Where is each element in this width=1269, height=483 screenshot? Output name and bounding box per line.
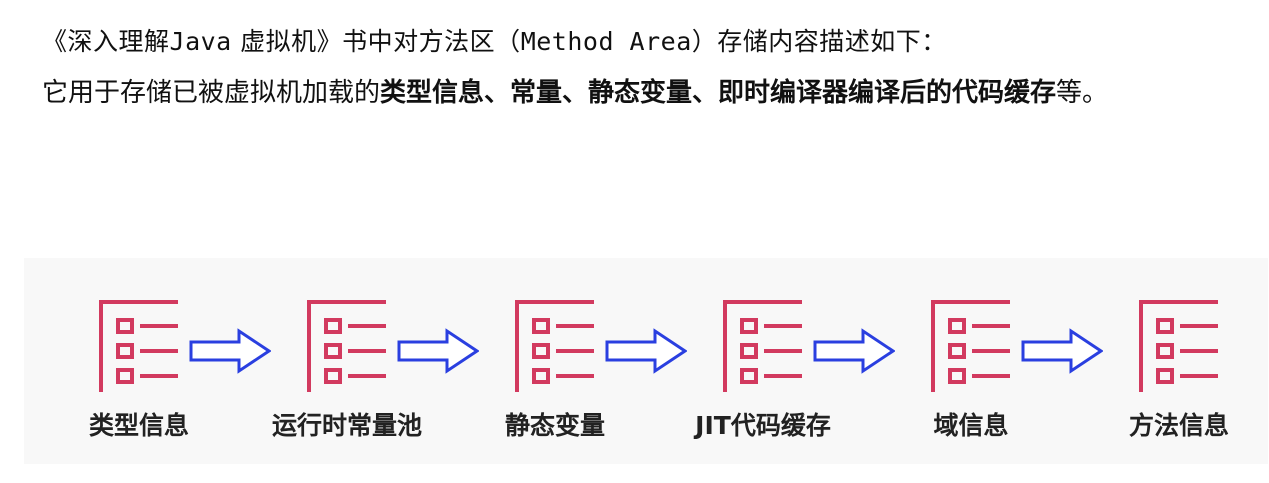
flow-step-label: 运行时常量池	[271, 411, 422, 440]
flow-step-runtime-constant-pool: 运行时常量池	[272, 298, 422, 458]
right-arrow-icon	[397, 328, 479, 374]
list-icon	[723, 300, 802, 392]
list-icon	[307, 300, 386, 392]
list-icon	[515, 300, 594, 392]
list-icon	[931, 300, 1010, 392]
list-icon	[1139, 300, 1218, 392]
flow-step-method-info: 方法信息	[1114, 298, 1244, 458]
right-arrow-icon	[189, 328, 271, 374]
list-icon	[99, 300, 178, 392]
description-bold-items: 类型信息、常量、静态变量、即时编译器编译后的代码缓存	[380, 78, 1057, 108]
intro-text-1: 《深入理解	[42, 27, 170, 56]
flow-step-label: 静态变量	[504, 411, 605, 440]
right-arrow-icon	[1021, 328, 1103, 374]
flow-step-static-variables: 静态变量	[490, 298, 620, 458]
method-area-flow-diagram: 类型信息 运行时常量池	[24, 258, 1268, 464]
intro-text-method-area: Method Area	[520, 27, 692, 56]
flow-step-label: JIT代码缓存	[695, 411, 831, 440]
flow-step-label: 域信息	[933, 411, 1009, 440]
description-suffix: 等。	[1056, 78, 1109, 108]
flow-step-jit-code-cache: JIT代码缓存	[695, 298, 831, 458]
flow-step-type-info: 类型信息	[74, 298, 204, 458]
intro-text-java: Java	[169, 27, 232, 56]
intro-text-2: 虚拟机》书中对方法区（	[231, 27, 521, 56]
description-line: 它用于存储已被虚拟机加载的类型信息、常量、静态变量、即时编译器编译后的代码缓存等…	[42, 66, 1192, 120]
flow-step-label: 方法信息	[1128, 411, 1229, 440]
description-prefix: 它用于存储已被虚拟机加载的	[42, 78, 381, 108]
flow-step-field-info: 域信息	[906, 298, 1036, 458]
intro-text-3: ）存储内容描述如下：	[691, 27, 947, 56]
description-text: 《深入理解Java 虚拟机》书中对方法区（Method Area）存储内容描述如…	[42, 22, 1222, 120]
right-arrow-icon	[605, 328, 687, 374]
intro-line: 《深入理解Java 虚拟机》书中对方法区（Method Area）存储内容描述如…	[42, 22, 1222, 62]
flow-step-label: 类型信息	[88, 411, 189, 440]
right-arrow-icon	[813, 328, 895, 374]
